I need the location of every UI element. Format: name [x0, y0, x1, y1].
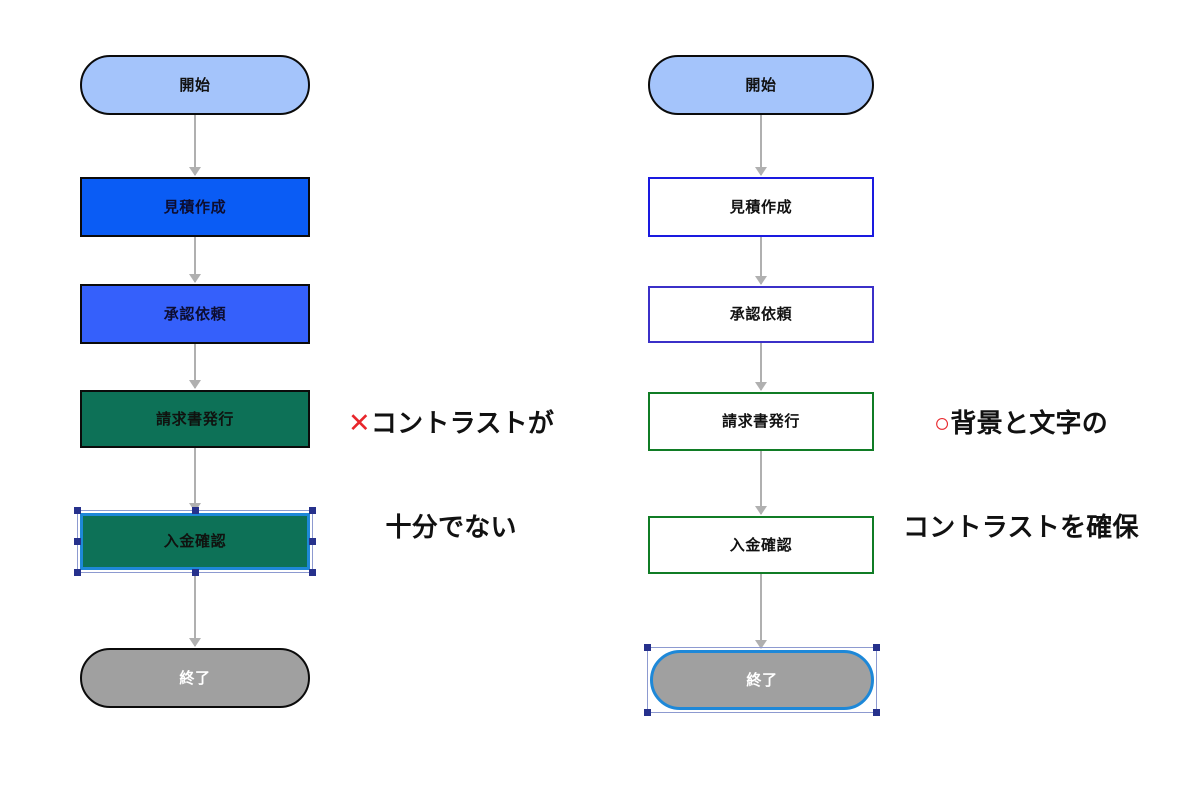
- cross-mark-icon: ✕: [348, 407, 371, 438]
- arrow-head-icon: [755, 640, 767, 649]
- connector-payment-to-end: [189, 570, 201, 647]
- node-end-right[interactable]: 終了: [650, 650, 874, 710]
- arrow-head-icon: [189, 503, 201, 512]
- arrow-head-icon: [755, 506, 767, 515]
- resize-handle-middle-right[interactable]: [309, 538, 316, 545]
- annotation-bad-line2: 十分でない: [385, 511, 517, 542]
- node-start-left[interactable]: 開始: [80, 55, 310, 115]
- annotation-good-line1: 背景と文字の: [950, 407, 1108, 438]
- resize-handle-bottom-right[interactable]: [873, 709, 880, 716]
- connector-invoice-to-payment: [755, 451, 767, 515]
- node-quote-left[interactable]: 見積作成: [80, 177, 310, 237]
- connector-start-to-quote: [189, 115, 201, 176]
- connector-quote-to-approval: [755, 237, 767, 285]
- annotation-bad-contrast: ✕コントラストが 十分でない: [348, 337, 554, 613]
- connector-start-to-quote: [755, 115, 767, 176]
- annotation-good-contrast: ○背景と文字の コントラストを確保: [903, 337, 1139, 613]
- circle-mark-icon: ○: [933, 407, 951, 438]
- annotation-bad-line1-wrap: ✕コントラストが: [348, 406, 554, 442]
- arrow-head-icon: [189, 380, 201, 389]
- arrow-head-icon: [189, 167, 201, 176]
- resize-handle-top-left[interactable]: [644, 644, 651, 651]
- node-quote-right[interactable]: 見積作成: [648, 177, 874, 237]
- arrow-head-icon: [189, 638, 201, 647]
- annotation-good-line1-wrap: ○背景と文字の: [903, 406, 1139, 442]
- connector-quote-to-approval: [189, 237, 201, 283]
- connector-approval-to-invoice: [189, 344, 201, 389]
- arrow-head-icon: [189, 274, 201, 283]
- node-invoice-left[interactable]: 請求書発行: [80, 390, 310, 448]
- connector-invoice-to-payment: [189, 448, 201, 512]
- resize-handle-bottom-right[interactable]: [309, 569, 316, 576]
- node-invoice-right[interactable]: 請求書発行: [648, 392, 874, 451]
- resize-handle-top-right[interactable]: [873, 644, 880, 651]
- connector-payment-to-end: [755, 574, 767, 649]
- connector-approval-to-invoice: [755, 343, 767, 391]
- node-payment-right[interactable]: 入金確認: [648, 516, 874, 574]
- node-approval-right[interactable]: 承認依頼: [648, 286, 874, 343]
- node-approval-left[interactable]: 承認依頼: [80, 284, 310, 344]
- resize-handle-top-right[interactable]: [309, 507, 316, 514]
- annotation-bad-line1: コントラストが: [370, 407, 555, 438]
- resize-handle-bottom-left[interactable]: [644, 709, 651, 716]
- arrow-head-icon: [755, 382, 767, 391]
- node-start-right[interactable]: 開始: [648, 55, 874, 115]
- arrow-head-icon: [755, 276, 767, 285]
- node-end-left[interactable]: 終了: [80, 648, 310, 708]
- annotation-good-line2: コントラストを確保: [903, 511, 1139, 542]
- arrow-head-icon: [755, 167, 767, 176]
- resize-handle-bottom-left[interactable]: [74, 569, 81, 576]
- node-payment-left[interactable]: 入金確認: [80, 513, 310, 570]
